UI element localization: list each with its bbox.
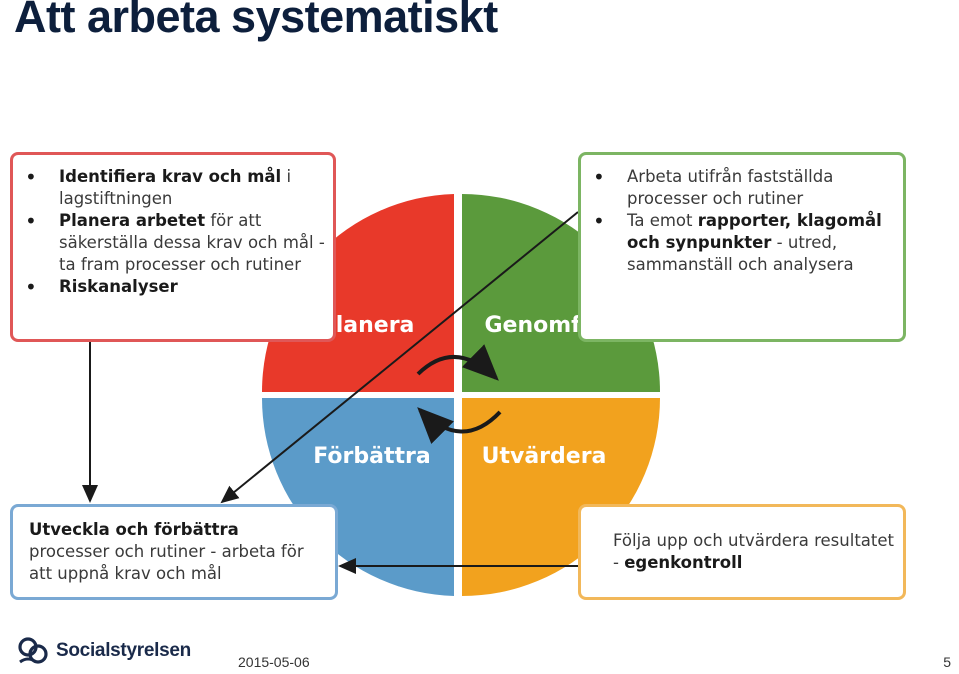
quadrant-label-forbattra: Förbättra (313, 444, 430, 469)
list-item: Identifiera krav och mål i lagstiftninge… (25, 166, 325, 210)
item-bold: Planera arbetet (59, 211, 206, 230)
cycle-arrow-bottom (417, 407, 502, 444)
list-item: Planera arbetet för att säkerställa dess… (25, 210, 325, 276)
item-bold: rapporter, klagomål och synpunkter (627, 211, 882, 252)
item-bold: Identifiera krav och mål (59, 167, 282, 186)
list-item: Ta emot rapporter, klagomål och synpunkt… (593, 210, 895, 276)
item-bold: Riskanalyser (59, 277, 178, 296)
item-text: Arbeta utifrån fastställda processer och… (627, 167, 834, 208)
item-text: i lagstiftningen (59, 167, 292, 208)
item-bold: egenkontroll (624, 553, 743, 572)
box-planera-details: Identifiera krav och mål i lagstiftninge… (10, 152, 336, 342)
quadrant-forbattra (261, 398, 454, 596)
arrow-diagonal (220, 211, 579, 504)
quadrant-label-utvardera: Utvärdera (482, 444, 607, 469)
logo-text: Socialstyrelsen (56, 640, 191, 661)
page-number: 5 (943, 654, 951, 670)
box-text: Följa upp och utvärdera resultatet - ege… (613, 530, 895, 574)
list-item: Arbeta utifrån fastställda processer och… (593, 166, 895, 210)
item-text: - utred, sammanställ och analysera (627, 233, 854, 274)
slide-date: 2015-05-06 (238, 654, 310, 670)
box-text: processer och rutiner - arbeta för att u… (29, 542, 304, 583)
item-text: Ta emot (627, 211, 698, 230)
box-genomfora-details: Arbeta utifrån fastställda processer och… (578, 152, 906, 342)
list-item: Riskanalyser (25, 276, 325, 298)
item-text: Följa upp och utvärdera resultatet - (613, 531, 894, 572)
slide-title: Att arbeta systematiskt (14, 0, 498, 42)
box-forbattra-details: Utveckla och förbättra processer och rut… (10, 504, 338, 600)
socialstyrelsen-logo: Socialstyrelsen (16, 636, 191, 666)
box-utvardera-details: Följa upp och utvärdera resultatet - ege… (578, 504, 906, 600)
quadrant-genomfora (462, 194, 660, 392)
cycle-arrow-top (416, 344, 499, 381)
quadrant-utvardera (462, 398, 660, 596)
quadrant-planera (262, 194, 454, 392)
logo-emblem-icon (18, 637, 48, 664)
box-heading: Utveckla och förbättra (29, 520, 239, 539)
item-text: för att säkerställa dessa krav och mål -… (59, 211, 325, 274)
